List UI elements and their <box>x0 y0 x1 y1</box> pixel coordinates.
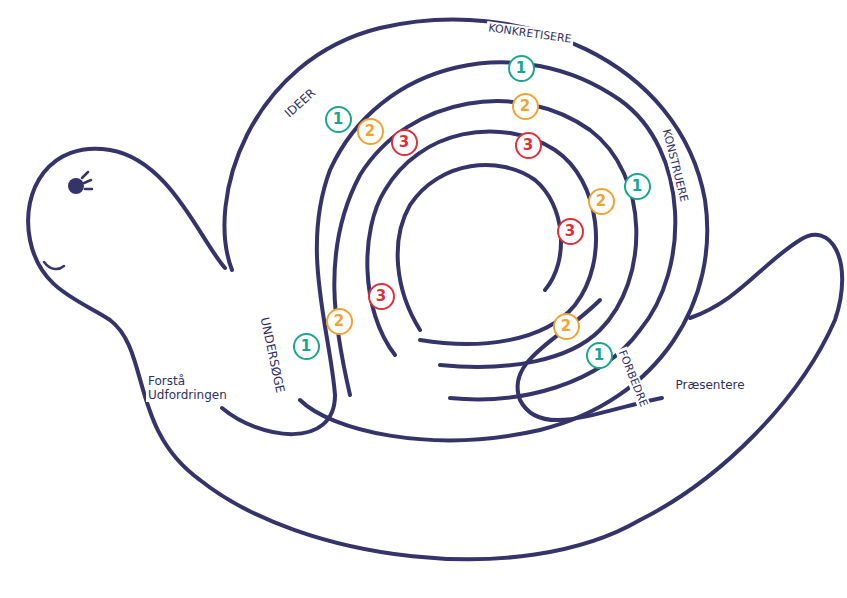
step-number: 3 <box>399 135 409 150</box>
step-number: 1 <box>594 348 604 363</box>
step-number: 2 <box>561 319 571 334</box>
step-circle: 3 <box>368 283 395 310</box>
step-circle: 3 <box>557 218 584 245</box>
step-circle: 1 <box>293 333 320 360</box>
step-circle: 1 <box>586 342 613 369</box>
step-number: 1 <box>516 61 526 76</box>
step-number: 3 <box>565 224 575 239</box>
stage-label: KONSTRUERE <box>659 125 691 204</box>
step-circle: 3 <box>391 129 418 156</box>
stage-label: UNDERSØGE <box>257 314 288 396</box>
step-circle: 2 <box>512 93 539 120</box>
stage-label: KONKRETISERE <box>486 20 575 45</box>
step-circle: 2 <box>588 188 615 215</box>
step-circle: 2 <box>553 313 580 340</box>
step-circle: 1 <box>325 106 352 133</box>
step-circle: 1 <box>508 55 535 82</box>
step-circle: 2 <box>357 118 384 145</box>
step-circle: 3 <box>515 132 542 159</box>
step-number: 2 <box>596 194 606 209</box>
step-circle: 2 <box>326 308 353 335</box>
step-number: 1 <box>632 179 642 194</box>
step-number: 1 <box>333 112 343 127</box>
step-number: 2 <box>520 99 530 114</box>
step-number: 2 <box>365 124 375 139</box>
step-circle: 1 <box>624 173 651 200</box>
step-number: 2 <box>334 314 344 329</box>
stage-label: Præsentere <box>673 378 746 392</box>
stage-label: IDEER <box>280 84 319 121</box>
start-label: Forstå Udfordringen <box>146 374 240 403</box>
step-number: 1 <box>301 339 311 354</box>
step-number: 3 <box>523 138 533 153</box>
stage-label: FORBEDRE <box>615 346 651 410</box>
step-number: 3 <box>376 289 386 304</box>
